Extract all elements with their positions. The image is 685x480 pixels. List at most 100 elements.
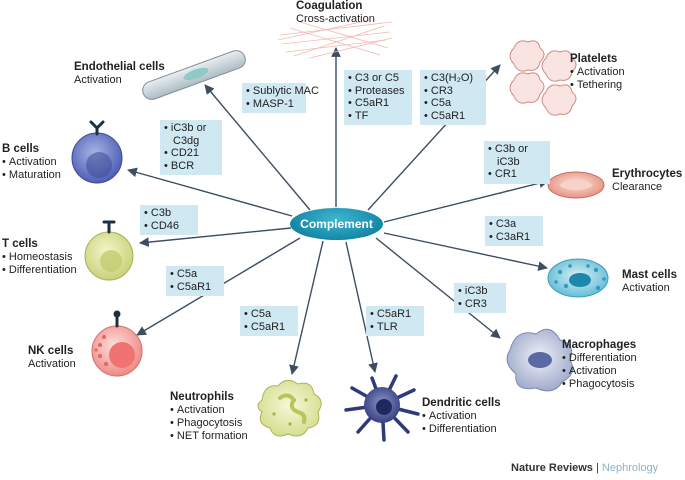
bcells-title: B cells <box>2 143 40 155</box>
tcells-title: T cells <box>2 238 38 250</box>
complement-hub-label: Complement <box>300 217 373 231</box>
mediator-item: C3(H₂O) <box>424 72 482 85</box>
neutrophils-item: Phagocytosis <box>170 417 248 430</box>
arrow-erythrocytes <box>383 178 549 223</box>
mediator-item: TLR <box>370 321 420 334</box>
complement-hub: Complement <box>290 208 383 240</box>
neutrophils-title: Neutrophils <box>170 391 234 403</box>
label-tcells: T cells Homeostasis Differentiation <box>2 238 77 277</box>
arrow-neutrophils <box>289 240 324 375</box>
label-mastcells: Mast cells Activation <box>622 269 677 295</box>
mediator-item: CD21 <box>164 147 218 160</box>
erythrocytes-sub: Clearance <box>612 181 663 193</box>
journal-credit: Nature Reviews | Nephrology <box>511 462 658 474</box>
erythrocyte-icon <box>547 171 605 199</box>
arrow-mastcells <box>383 232 548 271</box>
bcells-item: Activation <box>2 156 61 169</box>
mediator-box-mastcells: C3a C3aR1 <box>485 216 543 246</box>
endothelial-sub: Activation <box>74 74 122 86</box>
mediator-item: C5a <box>244 308 294 321</box>
fibrin-mesh-icon <box>277 19 393 59</box>
mediator-box-erythrocytes: C3b or iC3b CR1 <box>484 141 550 184</box>
label-nkcells: NK cells Activation <box>28 345 76 371</box>
mediator-box-dendritic: C5aR1 TLR <box>366 306 424 336</box>
label-endothelial: Endothelial cells Activation <box>74 61 165 87</box>
mediator-item: CR3 <box>424 85 482 98</box>
mediator-item: C3a <box>489 218 539 231</box>
arrow-tcells <box>139 227 292 248</box>
endothelial-title: Endothelial cells <box>74 61 165 73</box>
dendritic-cell-icon <box>344 374 420 442</box>
mediator-item: C5aR1 <box>424 110 482 123</box>
neutrophils-item: Activation <box>170 404 248 417</box>
nkcells-sub: Activation <box>28 358 76 370</box>
mediator-item: CR3 <box>458 298 502 311</box>
neutrophils-item: NET formation <box>170 430 248 443</box>
nkcells-title: NK cells <box>28 345 74 357</box>
journal-section: Nephrology <box>601 462 659 474</box>
tcells-item: Homeostasis <box>2 251 77 264</box>
dendritic-item: Differentiation <box>422 423 501 436</box>
label-dendritic: Dendritic cells Activation Differentiati… <box>422 397 501 436</box>
mediator-item: TF <box>348 110 408 123</box>
label-coagulation: Coagulation Cross-activation <box>296 0 375 26</box>
coagulation-sub: Cross-activation <box>296 13 375 25</box>
mediator-box-platelets: C3(H₂O) CR3 C5a C5aR1 <box>420 70 486 125</box>
mediator-box-coagulation: C3 or C5 Proteases C5aR1 TF <box>344 70 412 125</box>
mediator-item: BCR <box>164 160 218 173</box>
label-platelets: Platelets Activation Tethering <box>570 53 625 92</box>
dendritic-title: Dendritic cells <box>422 397 501 409</box>
macrophages-title: Macrophages <box>562 339 637 351</box>
bcells-item: Maturation <box>2 169 61 182</box>
mediator-box-nkcells: C5a C5aR1 <box>166 266 224 296</box>
mediator-item: C3b or iC3b <box>488 143 546 168</box>
mediator-item: C3b <box>144 207 194 220</box>
mediator-item: C5aR1 <box>244 321 294 334</box>
mediator-item: C5a <box>170 268 220 281</box>
label-bcells: B cells Activation Maturation <box>2 143 61 182</box>
mediator-item: iC3b <box>458 285 502 298</box>
mediator-item: MASP-1 <box>246 98 302 111</box>
macrophages-item: Differentiation <box>562 352 637 365</box>
mastcells-sub: Activation <box>622 282 670 294</box>
macrophages-item: Phagocytosis <box>562 378 637 391</box>
platelets-item: Tethering <box>570 79 625 92</box>
mediator-item: C3aR1 <box>489 231 539 244</box>
macrophage-icon <box>506 328 574 392</box>
mediator-box-tcells: C3b CD46 <box>140 205 198 235</box>
platelets-item: Activation <box>570 66 625 79</box>
mediator-box-macrophages: iC3b CR3 <box>454 283 506 313</box>
label-neutrophils: Neutrophils Activation Phagocytosis NET … <box>170 391 248 443</box>
arrow-bcells <box>127 167 293 217</box>
arrow-endothelial <box>204 84 311 211</box>
label-erythrocytes: Erythrocytes Clearance <box>612 168 682 194</box>
mediator-item: Sublytic MAC <box>246 85 319 98</box>
mediator-box-endothelial: Sublytic MAC MASP-1 <box>242 83 319 113</box>
mast-cell-icon <box>547 258 609 298</box>
mediator-box-bcells: iC3b or C3dg CD21 BCR <box>160 120 222 175</box>
neutrophil-icon <box>257 380 322 437</box>
macrophages-item: Activation <box>562 365 637 378</box>
platelets-title: Platelets <box>570 53 618 65</box>
mediator-item: C3 or C5 <box>348 72 408 85</box>
arrows <box>127 47 549 375</box>
mediator-item: iC3b or C3dg <box>164 122 218 147</box>
mediator-item: Proteases <box>348 85 408 98</box>
label-macrophages: Macrophages Differentiation Activation P… <box>562 339 637 391</box>
t-cell-icon <box>84 220 134 281</box>
coagulation-title: Coagulation <box>296 0 363 12</box>
arrow-macrophages <box>375 237 501 339</box>
b-cell-icon <box>71 120 123 184</box>
mediator-box-neutrophils: C5a C5aR1 <box>240 306 298 336</box>
dendritic-item: Activation <box>422 410 501 423</box>
arrow-dendritic <box>345 241 378 373</box>
erythrocytes-title: Erythrocytes <box>612 168 683 180</box>
platelets-icon <box>509 40 577 116</box>
mediator-item: C5aR1 <box>170 281 220 294</box>
mediator-item: C5aR1 <box>348 97 408 110</box>
mediator-item: CR1 <box>488 168 546 181</box>
mediator-item: CD46 <box>144 220 194 233</box>
credit-separator: | <box>592 462 602 474</box>
